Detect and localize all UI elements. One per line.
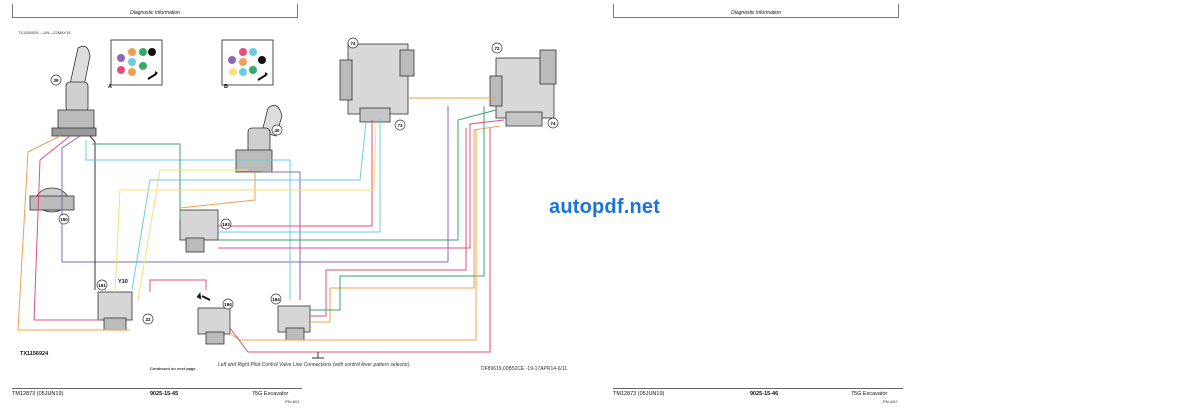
page-header-left: Diagnostic Information [12, 4, 298, 18]
callout-163: 163 [222, 222, 230, 227]
callout-40: 40 [274, 128, 280, 133]
left-joystick [51, 45, 97, 137]
footer-doc-left: TM12873 (05JUN19) [12, 391, 64, 397]
y10-label: Y10 [118, 279, 128, 285]
footer-page-right: 9025-15-46 [750, 391, 779, 397]
footer-sub-right: PN=602 [883, 399, 898, 404]
callout-150: 150 [60, 217, 68, 222]
page-header-right: Diagnostic Information [613, 4, 899, 18]
callout-151: 151 [98, 283, 106, 288]
image-reference: TX1156924 —UN—22MAY14 [18, 30, 71, 35]
valve-194-right [277, 305, 311, 341]
callout-72: 72 [494, 46, 500, 51]
footer-rule-left [12, 388, 302, 389]
callout-39: 39 [53, 78, 59, 83]
callout-74-left: 74 [350, 41, 356, 46]
footer-model-right: 75G Excavator [851, 391, 888, 397]
watermark: autopdf.net [549, 196, 661, 218]
footer-model-left: 75G Excavator [252, 391, 289, 397]
document-code: DF89619,00B52CE -19-17APR14-6/11 [481, 366, 568, 372]
footer-sub-left: PN=601 [285, 399, 300, 404]
callout-194-right: 194 [272, 297, 280, 302]
callout-22: 22 [145, 317, 151, 322]
header-title-left: Diagnostic Information [130, 10, 180, 16]
footer-rule-right [613, 388, 903, 389]
callout-194-left: 194 [224, 302, 232, 307]
control-valve-74 [339, 43, 415, 123]
right-joystick [235, 104, 283, 173]
pattern-selector [29, 187, 75, 213]
footer-page-left: 9025-15-45 [150, 391, 179, 397]
valve-194-left [196, 292, 231, 345]
callouts: 39 40 150 163 151 22 194 194 74 73 72 74 [50, 37, 559, 325]
solenoid-151 [97, 291, 133, 331]
header-title-right: Diagnostic Information [731, 10, 781, 16]
hydraulic-lines [17, 97, 505, 359]
inset-b [221, 39, 274, 86]
figure-id: TX1156924 [20, 351, 49, 357]
footer-doc-right: TM12873 (05JUN19) [613, 391, 665, 397]
callout-74-right: 74 [550, 121, 556, 126]
control-valve-72 [489, 49, 557, 127]
callout-73: 73 [397, 123, 403, 128]
continued-note: Continued on next page [150, 366, 196, 371]
inset-a [110, 39, 163, 86]
inset-a-label: A [108, 84, 112, 90]
inset-b-label: B [224, 84, 228, 90]
valve-163 [179, 209, 219, 253]
diagram-caption: Left and Right Pilot Control Valve Line … [218, 362, 410, 368]
